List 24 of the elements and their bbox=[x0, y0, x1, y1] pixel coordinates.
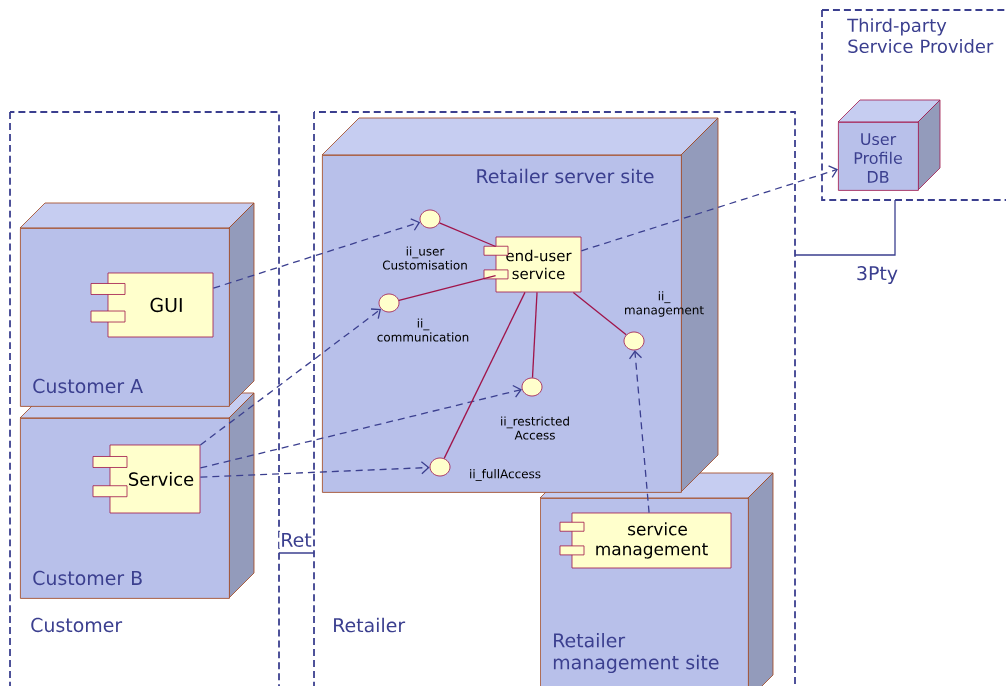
edge-label: Ret bbox=[279, 531, 313, 548]
connector bbox=[278, 552, 315, 554]
component-box: end-user service bbox=[483, 236, 582, 293]
connector bbox=[199, 308, 381, 446]
component-box: GUI bbox=[90, 272, 214, 338]
connector bbox=[443, 291, 526, 460]
interface-label: ii_ communication bbox=[377, 318, 469, 342]
cube-node: User Profile DB bbox=[837, 99, 941, 191]
edge-label: 3Pty bbox=[854, 265, 900, 285]
connector bbox=[580, 165, 838, 252]
interface-label: ii_fullAccess bbox=[470, 469, 541, 481]
interface-label: ii_user Customisation bbox=[382, 246, 467, 270]
connector bbox=[531, 291, 538, 379]
connector bbox=[398, 274, 497, 302]
connector bbox=[438, 222, 497, 248]
component-box: service management bbox=[559, 512, 732, 569]
connector bbox=[199, 384, 522, 469]
connector bbox=[794, 199, 896, 256]
connector bbox=[212, 218, 421, 289]
interface-label: ii_restricted Access bbox=[501, 416, 569, 440]
connector bbox=[572, 291, 627, 336]
connector bbox=[628, 350, 650, 514]
component-box: Service bbox=[92, 444, 201, 514]
connector bbox=[199, 461, 430, 478]
